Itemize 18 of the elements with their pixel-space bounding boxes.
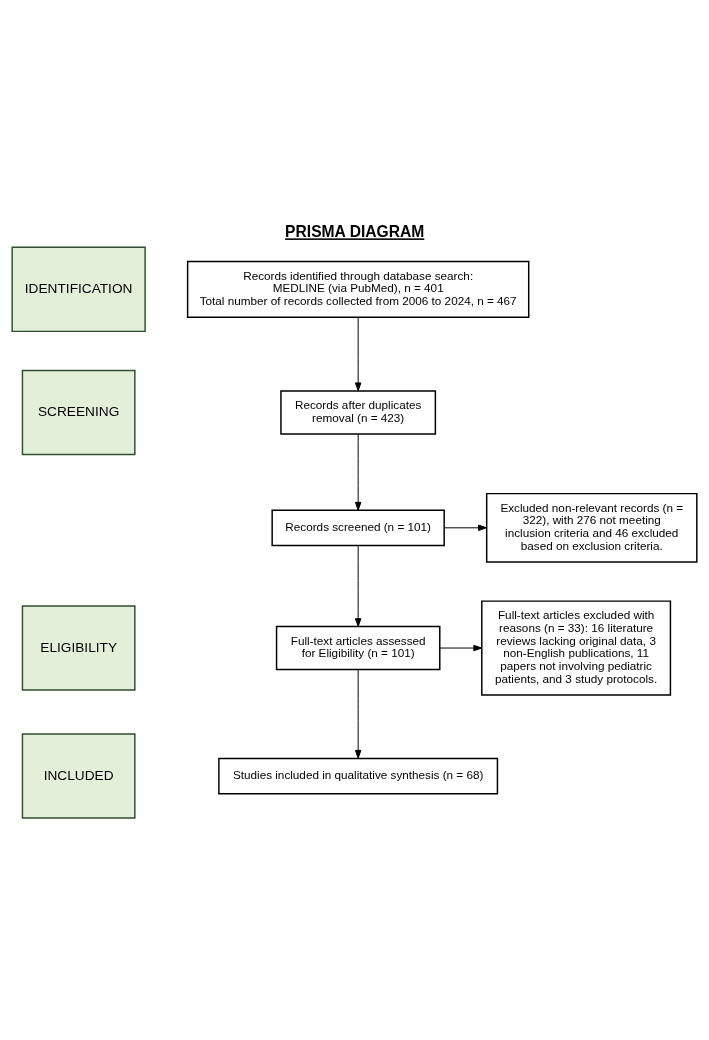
node-box: IDENTIFICATION (11, 246, 146, 333)
arrow (354, 669, 362, 759)
node-box: SCREENING (21, 369, 136, 456)
node-box: Full-text articles excluded with reasons (n = 33): 16 literature reviews lacking original data, 3 non-English publications, 11 papers not involving pediatric patients, and 3 study protocols. (481, 600, 672, 696)
node-box: Full-text articles assessed for Eligibility (n = 101) (275, 625, 441, 671)
node-box: Studies included in qualitative synthesis (n = 68) (218, 757, 499, 795)
arrow (354, 433, 362, 511)
arrow (354, 545, 362, 627)
node-box: Records screened (n = 101) (271, 509, 445, 547)
node-box: Excluded non-relevant records (n = 322), with 276 not meeting inclusion criteria and 46 excluded based on exclusion criteria. (485, 492, 698, 563)
node-box: ELIGIBILITY (21, 605, 136, 691)
node-box: Records after duplicates removal (n = 423) (280, 390, 437, 435)
arrow (439, 644, 483, 652)
node-box: Records identified through database search: MEDLINE (via PubMed), n = 401 Total number of records collected from 2006 to 2024, n = 467 (186, 260, 530, 318)
diagram-title: PRISMA DIAGRAM (285, 223, 425, 241)
arrow (443, 524, 487, 532)
node-box: INCLUDED (21, 733, 136, 819)
arrow (354, 316, 362, 392)
